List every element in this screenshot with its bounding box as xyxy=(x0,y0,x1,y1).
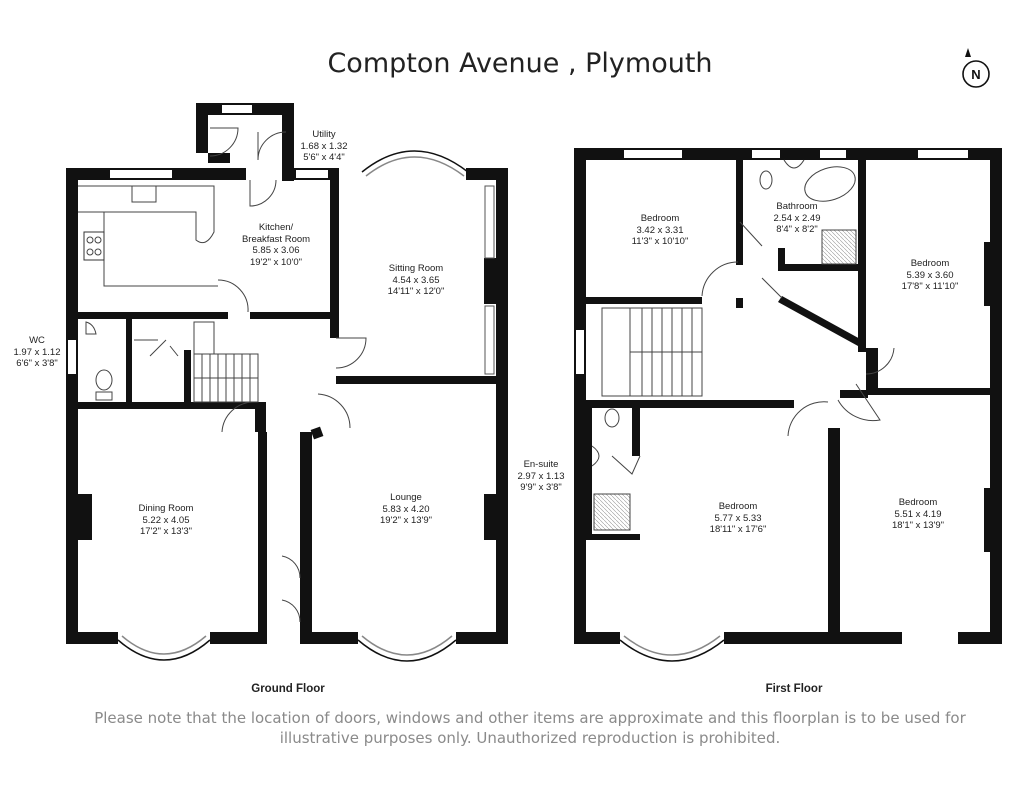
room-label-bedroom-3: Bedroom 5.77 x 5.33 18'11" x 17'6" xyxy=(696,501,780,536)
room-label-bathroom: Bathroom 2.54 x 2.49 8'4" x 8'2" xyxy=(762,201,832,236)
ground-floor-title: Ground Floor xyxy=(251,683,325,695)
room-name: Lounge xyxy=(390,492,422,503)
room-imperial: 9'9" x 3'8" xyxy=(520,482,562,493)
room-label-wc: WC 1.97 x 1.12 6'6" x 3'8" xyxy=(6,335,68,370)
room-metric: 5.83 x 4.20 xyxy=(382,503,430,515)
room-name: Utility xyxy=(312,129,336,140)
room-imperial: 6'6" x 3'8" xyxy=(16,358,58,369)
room-imperial: 19'2" x 13'9" xyxy=(379,515,433,526)
north-arrow-icon: N xyxy=(962,48,990,88)
room-imperial: 8'4" x 8'2" xyxy=(776,224,818,235)
kitchen-fittings xyxy=(78,127,367,623)
compass-letter: N xyxy=(971,67,980,82)
room-name: Bathroom xyxy=(776,201,818,212)
room-name: WC xyxy=(29,335,45,346)
room-metric: 2.97 x 1.13 xyxy=(517,470,565,482)
room-metric: 4.54 x 3.65 xyxy=(392,274,440,286)
plan-title: Compton Avenue , Plymouth xyxy=(327,48,713,79)
first-floor-title: First Floor xyxy=(765,683,823,695)
room-name: Bedroom xyxy=(898,497,938,508)
room-metric: 1.68 x 1.32 xyxy=(300,140,348,152)
room-name: Bedroom xyxy=(910,258,950,269)
room-name: Dining Room xyxy=(138,503,194,514)
room-imperial: 11'3" x 10'10" xyxy=(631,236,689,247)
room-label-dining-room: Dining Room 5.22 x 4.05 17'2" x 13'3" xyxy=(126,503,206,538)
room-label-en-suite: En-suite 2.97 x 1.13 9'9" x 3'8" xyxy=(510,459,572,494)
ground-bay-windows xyxy=(117,150,495,662)
room-label-lounge: Lounge 5.83 x 4.20 19'2" x 13'9" xyxy=(366,492,446,527)
room-label-kitchen: Kitchen/ Breakfast Room 5.85 x 3.06 19'2… xyxy=(226,222,326,268)
room-metric: 5.39 x 3.60 xyxy=(906,269,954,281)
room-metric: 5.22 x 4.05 xyxy=(142,514,190,526)
room-metric: 1.97 x 1.12 xyxy=(13,346,61,358)
room-imperial: 5'6" x 4'4" xyxy=(303,152,345,163)
disclaimer-text: Please note that the location of doors, … xyxy=(94,709,966,747)
room-label-bedroom-2: Bedroom 5.39 x 3.60 17'8" x 11'10" xyxy=(890,258,970,293)
room-imperial: 17'2" x 13'3" xyxy=(139,526,193,537)
room-label-utility: Utility 1.68 x 1.32 5'6" x 4'4" xyxy=(290,129,358,164)
room-name: Sitting Room xyxy=(388,263,444,274)
room-label-bedroom-1: Bedroom 3.42 x 3.31 11'3" x 10'10" xyxy=(620,213,700,248)
room-imperial: 17'8" x 11'10" xyxy=(901,281,959,292)
room-metric: 5.77 x 5.33 xyxy=(714,512,762,524)
room-imperial: 14'11" x 12'0" xyxy=(387,286,445,297)
ground-floor-plan xyxy=(66,103,508,644)
room-imperial: 19'2" x 10'0" xyxy=(249,256,303,268)
room-metric: 5.51 x 4.19 xyxy=(894,508,942,520)
room-name: En-suite xyxy=(523,459,559,470)
first-floor-fittings xyxy=(591,159,895,662)
room-imperial: 18'11" x 17'6" xyxy=(709,524,767,535)
room-imperial: 18'1" x 13'9" xyxy=(891,520,945,531)
room-label-bedroom-4: Bedroom 5.51 x 4.19 18'1" x 13'9" xyxy=(878,497,958,532)
room-metric: 3.42 x 3.31 xyxy=(636,224,684,236)
room-metric: 5.85 x 3.06 xyxy=(252,245,300,256)
room-name: Kitchen/ Breakfast Room xyxy=(241,222,311,245)
room-metric: 2.54 x 2.49 xyxy=(773,212,821,224)
room-name: Bedroom xyxy=(640,213,680,224)
room-label-sitting-room: Sitting Room 4.54 x 3.65 14'11" x 12'0" xyxy=(376,263,456,298)
room-name: Bedroom xyxy=(718,501,758,512)
first-floor-plan xyxy=(574,148,1002,644)
